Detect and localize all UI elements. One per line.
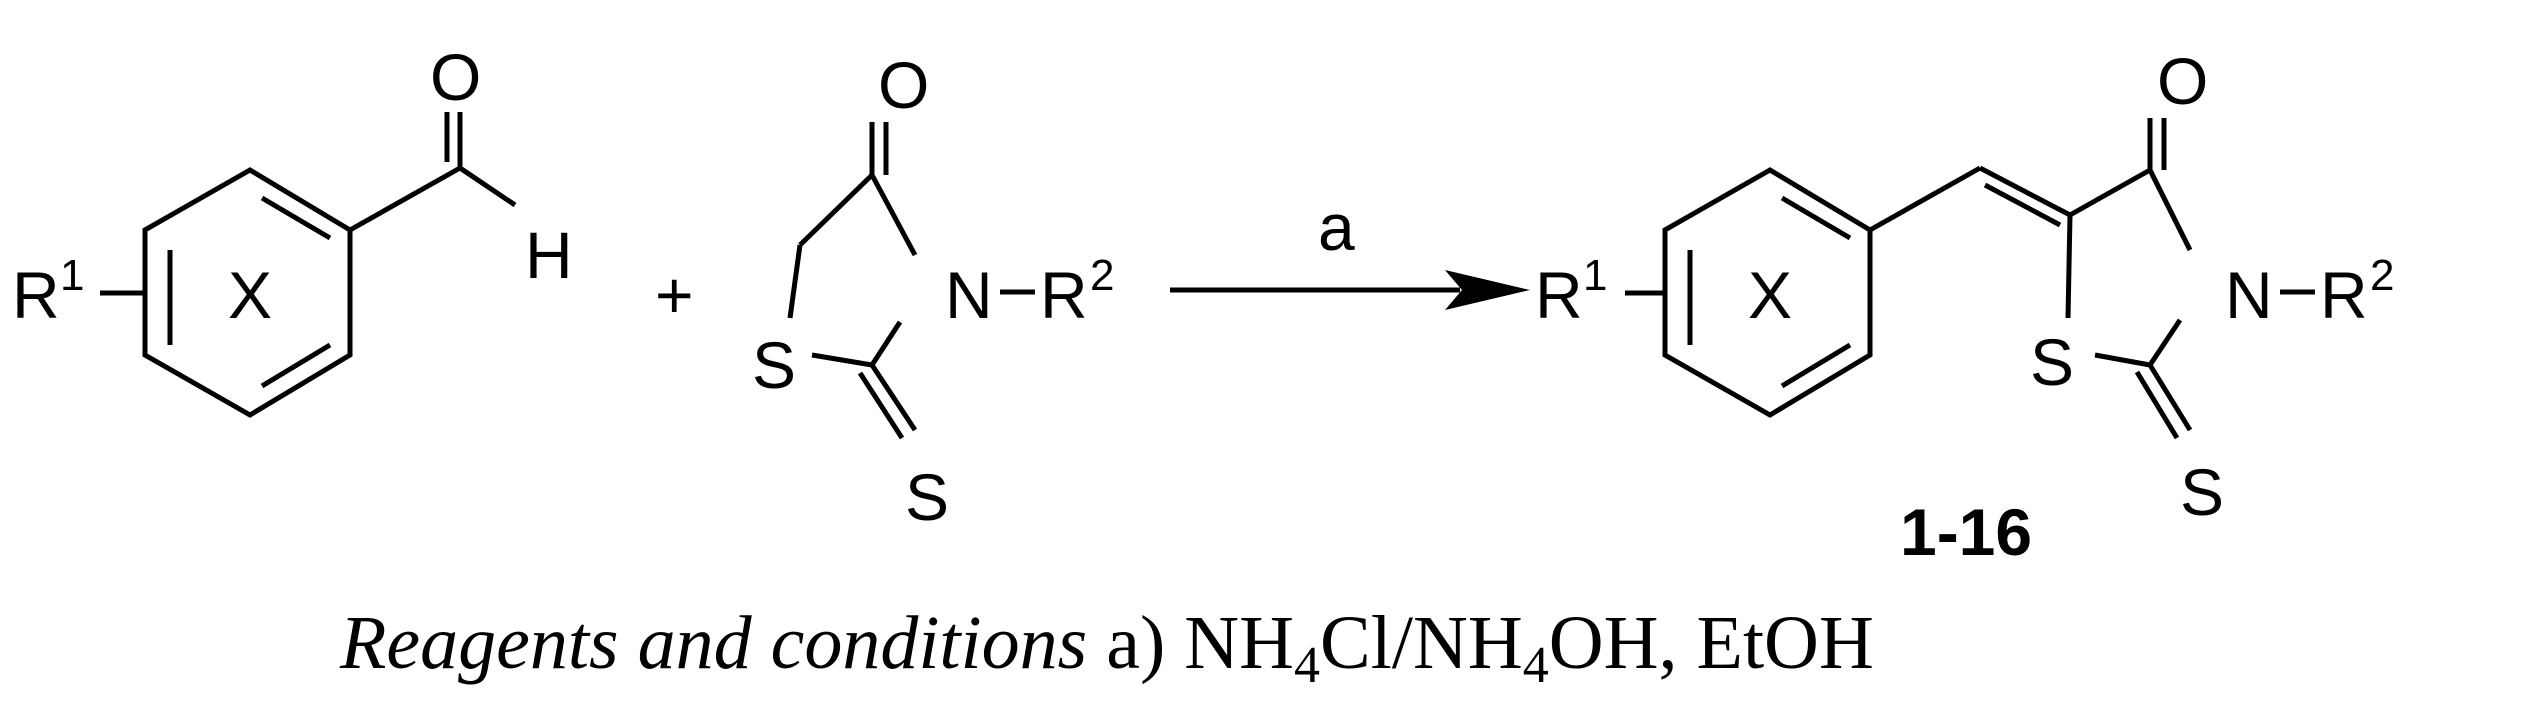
ring-bond (2065, 214, 2073, 319)
ring-bond (869, 173, 918, 257)
exocyclic-double-bond (1978, 165, 2072, 218)
r2-superscript: 2 (2370, 251, 2394, 300)
reactant-rhodanine: O N S S R 2 (752, 48, 1114, 534)
thione-double-bond-2 (857, 371, 905, 440)
aldehyde-hydrogen: H (525, 218, 573, 292)
aldehyde-oxygen: O (430, 40, 481, 114)
caption-italic: Reagents and conditions (339, 601, 1087, 685)
r1-superscript: 1 (1583, 251, 1607, 300)
thione-sulfur: S (2180, 455, 2224, 529)
arrow-condition-label: a (1318, 190, 1355, 264)
ring-sulfur: S (2030, 325, 2074, 399)
product: X R 1 O N S S R 2 1-16 (1535, 44, 2394, 569)
ring-variable-label: X (228, 258, 272, 332)
aldehyde-h-bond (458, 165, 517, 208)
aromatic-double-bond (260, 342, 332, 389)
arrow-head (1445, 270, 1530, 310)
thione-double-bond (869, 363, 918, 432)
r2-label: R (1040, 258, 1088, 332)
r1-superscript: 1 (60, 251, 84, 300)
compound-number-label: 1-16 (1900, 495, 2032, 569)
conditions-caption: Reagents and conditions a) NH4Cl/NH4OH, … (339, 601, 1874, 694)
r1-label: R (1535, 258, 1583, 332)
ring-to-carbonyl-bond (348, 165, 462, 233)
ring-bond (787, 244, 803, 319)
ring-bond (2147, 318, 2183, 367)
ring-to-methine-bond (1868, 165, 1982, 233)
caption-subscript: 4 (1523, 637, 1549, 694)
r1-label: R (12, 258, 60, 332)
r2-superscript: 2 (1090, 251, 1114, 300)
aromatic-double-bond (1780, 342, 1852, 389)
thione-sulfur: S (905, 460, 949, 534)
ring-bond (869, 320, 903, 367)
r2-label: R (2320, 258, 2368, 332)
ring-bond (811, 352, 873, 368)
plus-sign: + (655, 258, 694, 332)
reactant-aldehyde: X R 1 O H (12, 40, 573, 418)
ring-bond (2068, 167, 2152, 218)
caption-end: OH, EtOH (1549, 601, 1874, 685)
ring-bond (2094, 352, 2151, 368)
carbonyl-oxygen: O (2157, 44, 2208, 118)
ring-variable-label: X (1748, 258, 1792, 332)
ring-sulfur: S (752, 328, 796, 402)
reaction-arrow: a (1170, 190, 1530, 310)
aromatic-double-bond (260, 195, 332, 241)
ring-bond (2147, 168, 2193, 252)
ring-nitrogen: N (2225, 258, 2273, 332)
caption-middle: Cl/NH (1320, 601, 1523, 685)
thione-double-bond (2147, 363, 2193, 432)
caption-subscript: 4 (1294, 637, 1320, 694)
carbonyl-oxygen: O (878, 48, 929, 122)
ring-bond (798, 173, 874, 247)
exocyclic-double-bond-2 (1983, 182, 2062, 228)
ring-nitrogen: N (945, 258, 993, 332)
caption-step: a) NH (1087, 601, 1294, 685)
aromatic-double-bond (1780, 195, 1852, 241)
thione-double-bond-2 (2134, 370, 2180, 440)
